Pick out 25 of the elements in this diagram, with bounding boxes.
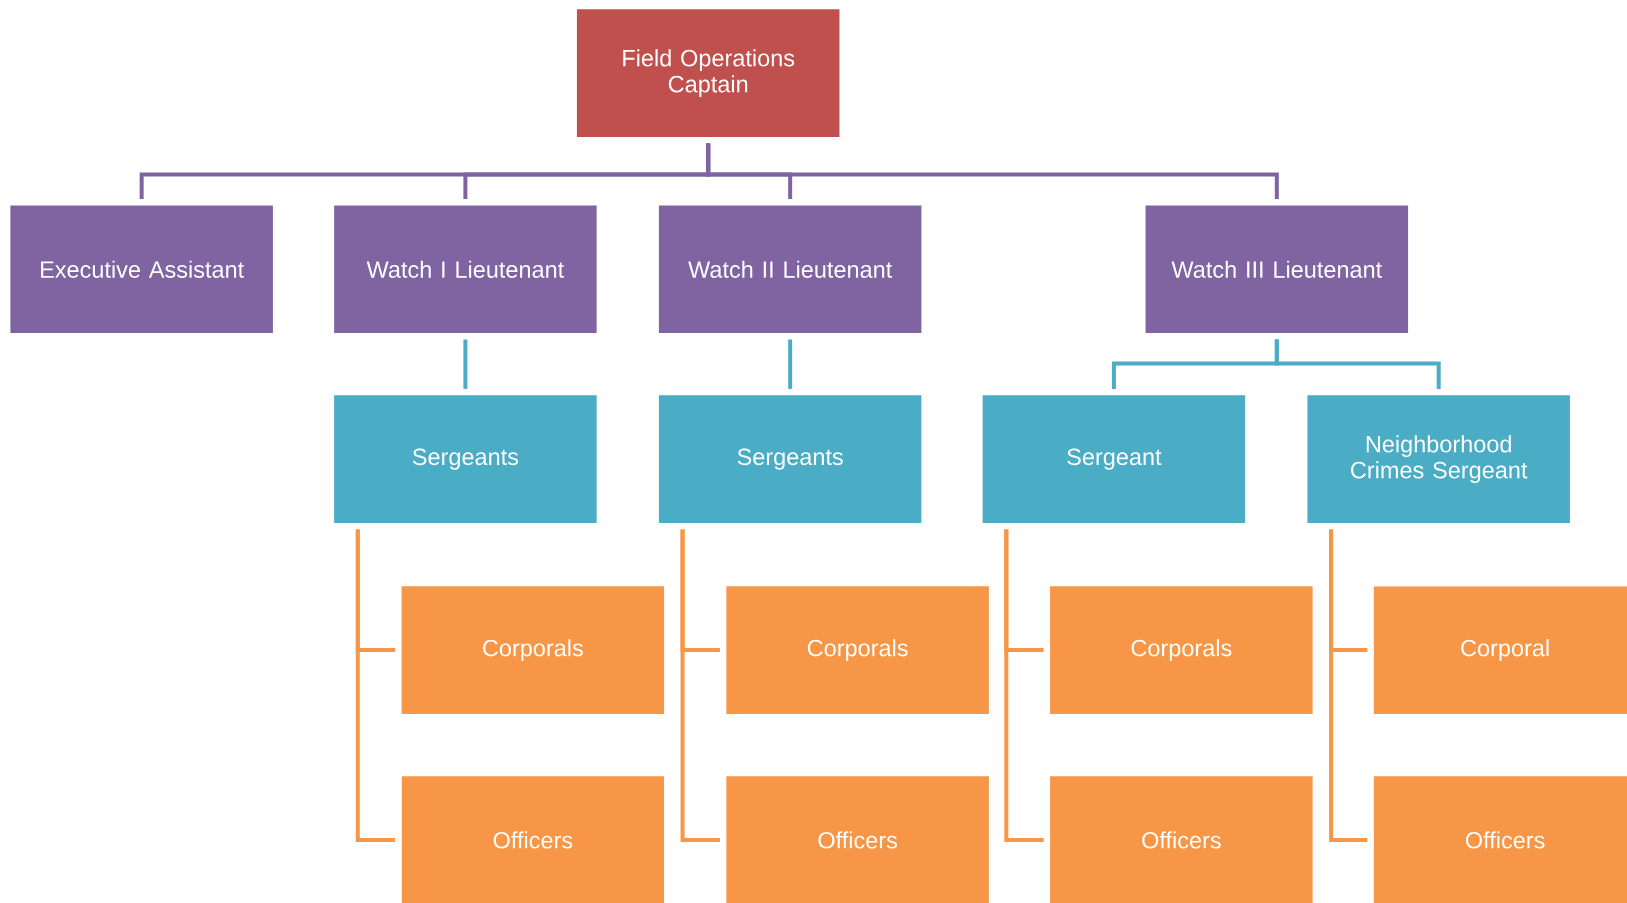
role-box: Sergeants (334, 395, 597, 523)
role-box: Sergeant (982, 395, 1246, 523)
role-box: Corporals (401, 586, 665, 714)
role-box: Corporals (1050, 586, 1313, 714)
connector-line (1274, 339, 1441, 389)
role-box: Watch II Lieutenant (658, 205, 922, 334)
role-box: Watch III Lieutenant (1145, 205, 1409, 334)
role-box: Corporals (726, 586, 989, 714)
role-box: Officers (1373, 776, 1627, 903)
role-box: Officers (401, 776, 665, 903)
connector-line (706, 143, 1279, 199)
title-box: Field Operations Captain (576, 9, 840, 137)
role-box: Corporal (1373, 586, 1627, 714)
connector-line (355, 529, 396, 842)
connector-line (680, 529, 720, 842)
role-box: Watch I Lieutenant (334, 205, 597, 334)
connector-line (1329, 529, 1368, 842)
connector-line (463, 339, 468, 389)
connector-line (1004, 529, 1044, 842)
role-box: Executive Assistant (10, 205, 273, 334)
role-box: Neighborhood Crimes Sergeant (1307, 395, 1570, 523)
role-box: Officers (726, 776, 989, 903)
connector-line (788, 339, 793, 389)
role-box: Sergeants (658, 395, 922, 523)
role-box: Officers (1050, 776, 1313, 903)
